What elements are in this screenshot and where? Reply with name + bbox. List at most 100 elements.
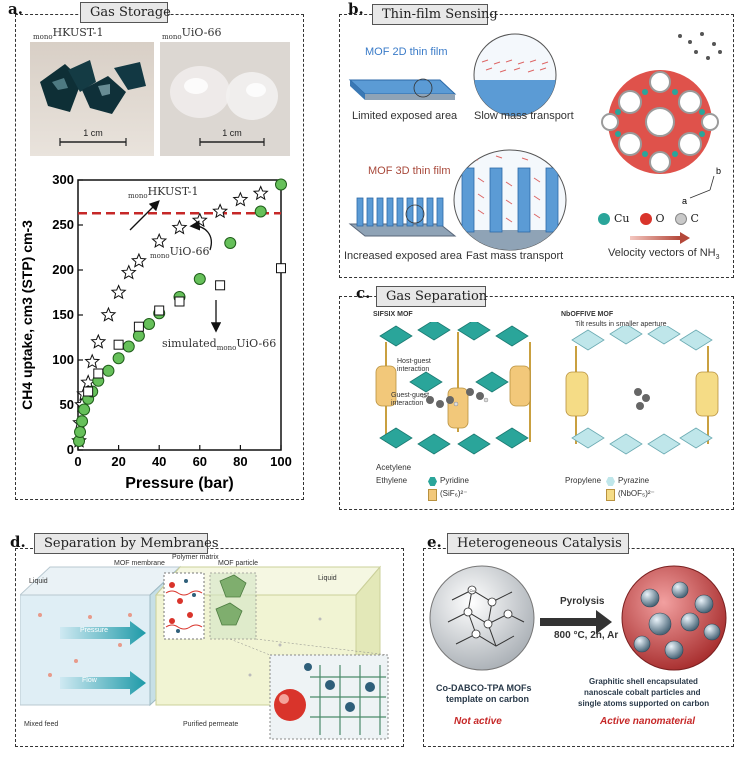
series-1-point-1 xyxy=(74,426,87,438)
y-axis-label: CH4 uptake, cm3 (STP) cm-3 xyxy=(19,220,35,410)
y-tick-label-2: 100 xyxy=(52,352,74,367)
mof-particle-label: MOF particle xyxy=(218,560,259,567)
annotation-uio: monoUiO-66 xyxy=(150,245,210,261)
panel-e-title: Heterogeneous Catalysis xyxy=(447,533,629,554)
sif6-icon xyxy=(428,489,437,501)
right-caption-2: nanoscale cobalt particles and xyxy=(584,688,701,697)
y-tick-label-0: 0 xyxy=(67,442,74,457)
panel-c-label: c. xyxy=(356,284,371,302)
catalyst-diagram: Co xyxy=(429,565,727,671)
left-caption-1: Co-DABCO-TPA MOFs xyxy=(436,683,532,693)
host-guest-label: Host-guest interaction xyxy=(397,358,431,373)
right-caption-1: Graphitic shell encapsulated xyxy=(589,677,698,686)
photo-left-label: monoHKUST-1 xyxy=(33,26,104,42)
velocity-label: Velocity vectors of NH3 xyxy=(608,247,720,262)
photo-right-label: monoUiO-66 xyxy=(162,26,222,42)
y-tick-label-4: 200 xyxy=(52,262,74,277)
series-0-point-11 xyxy=(151,232,168,248)
nbof5-icon xyxy=(606,489,615,501)
nbof5-label: (NbOF₅)²⁻ xyxy=(618,489,655,498)
film3d-label: MOF 3D thin film xyxy=(368,165,451,177)
series-1-point-16 xyxy=(254,205,267,218)
liquid-right-label: Liquid xyxy=(318,575,337,582)
axis-b-label: b xyxy=(716,166,721,176)
left-caption-2: template on carbon xyxy=(446,694,530,704)
liquid-left-label: Liquid xyxy=(29,578,48,585)
series-2-point-1 xyxy=(93,368,104,379)
y-tick-label-3: 150 xyxy=(52,307,74,322)
mof-structure: a b xyxy=(601,32,722,206)
atom-o-icon xyxy=(639,212,652,225)
panel-b xyxy=(339,14,734,278)
series-1-point-3 xyxy=(78,403,91,416)
series-1-point-11 xyxy=(143,318,156,330)
panel-d-title: Separation by Membranes xyxy=(34,533,219,554)
atom-cu-icon xyxy=(598,212,610,225)
zoom-slow xyxy=(473,33,557,117)
series-2-point-6 xyxy=(215,280,226,291)
fast-label: Fast mass transport xyxy=(466,250,564,262)
series-2-point-0 xyxy=(83,386,94,397)
photo-hkust: 1 cm xyxy=(30,42,154,156)
panel-b-label: b. xyxy=(348,0,364,18)
velocity-arrow-icon xyxy=(630,232,690,244)
sifsix-title: SIFSIX MOF xyxy=(373,311,413,318)
film2d-diagram xyxy=(348,78,457,100)
panel-d-label: d. xyxy=(10,533,26,551)
y-tick-label-5: 250 xyxy=(52,217,74,232)
series-0-point-8 xyxy=(110,284,127,300)
nboffive-title: NbOFFIVE MOF xyxy=(561,311,614,318)
series-1-point-7 xyxy=(102,364,115,377)
acetylene-label: Acetylene xyxy=(376,463,412,472)
series-0-point-12 xyxy=(171,219,188,235)
sif6-label: (SiF₆)²⁻ xyxy=(440,489,468,498)
nboffive-cage xyxy=(565,326,719,455)
photo-uio: 1 cm xyxy=(160,42,290,156)
co-label: Co xyxy=(469,588,475,593)
limited-label: Limited exposed area xyxy=(352,110,458,122)
series-2-point-3 xyxy=(133,321,144,332)
film3d-diagram xyxy=(348,197,457,237)
pyrazine-icon xyxy=(606,477,615,486)
propylene-label: Propylene xyxy=(565,476,602,485)
purified-permeate-label: Purified permeate xyxy=(183,721,239,728)
series-2-point-5 xyxy=(174,296,185,307)
x-tick-label-0: 0 xyxy=(74,454,81,469)
axis-a-label: a xyxy=(682,196,687,206)
mof-membrane-label: MOF membrane xyxy=(114,560,165,567)
series-2-point-2 xyxy=(113,339,124,350)
increased-label: Increased exposed area xyxy=(344,250,463,262)
sifsix-cage xyxy=(375,322,531,455)
series-1-point-15 xyxy=(224,237,237,249)
right-caption-3: single atoms supported on carbon xyxy=(578,699,710,708)
x-tick-label-1: 20 xyxy=(111,454,125,469)
flow-label: Flow xyxy=(82,677,97,684)
atom-c-icon xyxy=(674,212,687,225)
slow-label: Slow mass transport xyxy=(474,110,574,122)
panel-e-label: e. xyxy=(427,533,442,551)
zoom-fast xyxy=(453,149,567,251)
series-0-point-13 xyxy=(191,212,208,228)
mixed-feed-label: Mixed feed xyxy=(24,721,59,728)
tilt-label: Tilt results in smaller aperture xyxy=(575,321,667,328)
pressure-label: Pressure xyxy=(80,627,109,634)
series-0-point-15 xyxy=(232,191,249,207)
conditions-label: 800 °C, 2h, Ar xyxy=(554,630,619,641)
series-0-point-6 xyxy=(90,333,107,349)
ethylene-label: Ethylene xyxy=(376,476,408,485)
x-tick-label-5: 100 xyxy=(270,454,292,469)
series-1-point-14 xyxy=(193,273,206,285)
not-active-label: Not active xyxy=(454,716,502,727)
y-tick-label-1: 50 xyxy=(60,397,74,412)
atom-legend: Cu O C xyxy=(598,212,699,225)
pyrolysis-label: Pyrolysis xyxy=(560,596,605,607)
series-0-point-9 xyxy=(120,264,137,280)
polymer-matrix-label: Polymer matrix xyxy=(172,554,219,561)
series-1-point-9 xyxy=(122,340,135,353)
y-tick-label-6: 300 xyxy=(52,172,74,187)
panel-b-title: Thin-film Sensing xyxy=(372,4,498,25)
annotation-hkust: monoHKUST-1 xyxy=(128,185,199,201)
series-1-point-17 xyxy=(275,178,287,191)
x-tick-label-4: 80 xyxy=(233,454,247,469)
